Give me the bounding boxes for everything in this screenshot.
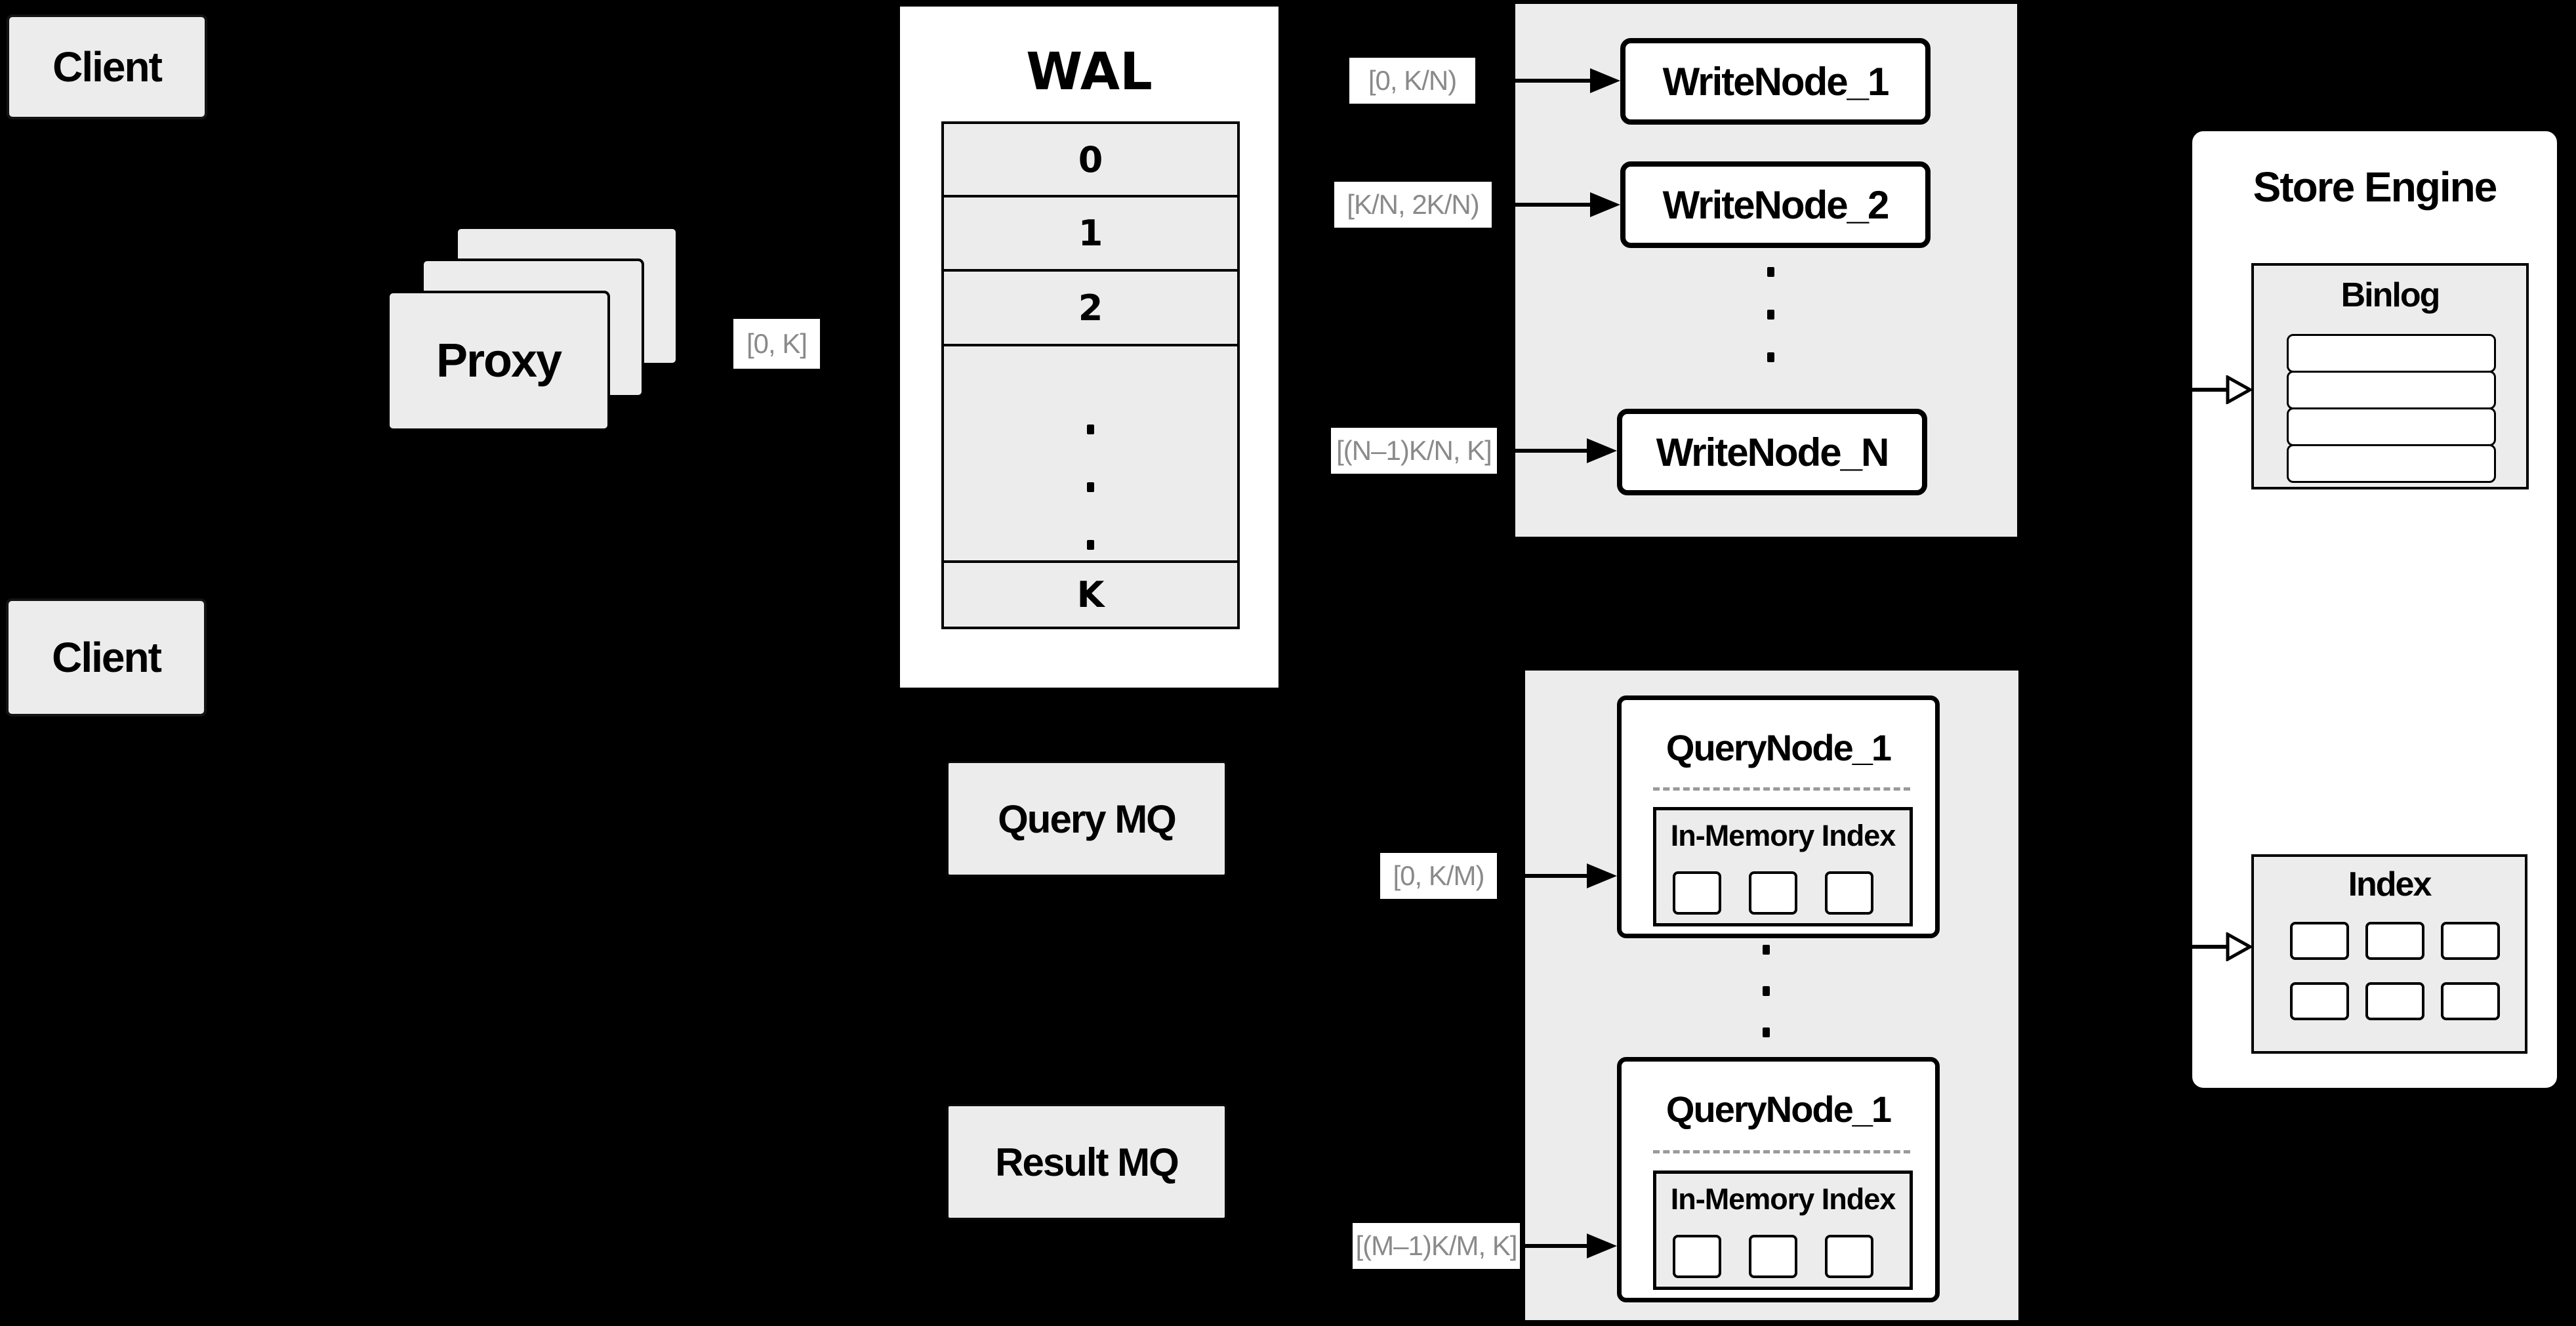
write-node-1: WriteNode_1 (1620, 38, 1931, 125)
range-label-write-1: [0, K/N) (1349, 58, 1475, 104)
arrow-head-write-n (1587, 438, 1617, 463)
query-mq-box: Query MQ (947, 761, 1227, 877)
range-label-write-n: [(N–1)K/N, K] (1331, 428, 1497, 474)
binlog-panel: Binlog (2251, 263, 2529, 489)
index-slot (1749, 871, 1797, 915)
index-panel: Index (2251, 854, 2527, 1054)
index-cell (2365, 982, 2424, 1020)
wal-table: 0 1 2 K (941, 121, 1240, 629)
index-slot-row (1673, 1235, 1873, 1278)
in-memory-index-title: In-Memory Index (1670, 1182, 1896, 1216)
wal-row-k: K (944, 563, 1237, 627)
arrow-head-write-2 (1590, 192, 1620, 217)
index-slot (1749, 1235, 1797, 1278)
wal-panel: WAL 0 1 2 K (897, 4, 1281, 690)
range-label-query-1: [0, K/M) (1380, 853, 1497, 899)
index-slot (1673, 1235, 1721, 1278)
vertical-ellipsis (1767, 267, 1774, 362)
index-slot (1825, 871, 1873, 915)
dashed-divider (1653, 1150, 1910, 1153)
binlog-title: Binlog (2341, 276, 2441, 314)
index-inbound-arrow-icon (2190, 932, 2253, 961)
wal-row-1: 1 (944, 197, 1237, 272)
binlog-row (2287, 371, 2496, 409)
arrow-head-query-m (1587, 1233, 1617, 1258)
binlog-row (2287, 334, 2496, 373)
dashed-divider (1653, 787, 1910, 791)
vertical-ellipsis (1763, 945, 1770, 1037)
index-cell (2290, 922, 2349, 960)
vertical-ellipsis (1087, 425, 1094, 550)
query-node-title: QueryNode_1 (1666, 1088, 1892, 1130)
query-node-bottom: QueryNode_1 In-Memory Index (1617, 1057, 1940, 1302)
result-mq-box: Result MQ (947, 1104, 1227, 1220)
index-slot (1673, 871, 1721, 915)
arrow-line-query-m (1520, 1244, 1589, 1248)
index-slot (1825, 1235, 1873, 1278)
range-label-proxy-out: [0, K] (733, 319, 820, 369)
index-cell (2441, 922, 2500, 960)
arrow-line-write-1 (1475, 79, 1593, 83)
wal-row-0: 0 (944, 124, 1237, 197)
wal-row-2: 2 (944, 272, 1237, 346)
index-title: Index (2348, 865, 2432, 903)
binlog-rows (2287, 334, 2496, 483)
binlog-inbound-arrow-icon (2190, 375, 2253, 404)
in-memory-index-title: In-Memory Index (1670, 819, 1896, 852)
wal-title: WAL (1026, 43, 1153, 102)
proxy-box-front: Proxy (387, 291, 610, 431)
write-node-n: WriteNode_N (1617, 409, 1927, 495)
in-memory-index-panel: In-Memory Index (1653, 807, 1913, 926)
index-cell (2290, 982, 2349, 1020)
arrow-head-write-1 (1590, 68, 1620, 93)
wal-row-ellipsis (944, 346, 1237, 563)
range-label-query-m: [(M–1)K/M, K] (1353, 1223, 1520, 1269)
arrow-head-query-1 (1587, 863, 1617, 888)
store-engine-panel: Store Engine Binlog Index (2189, 128, 2560, 1091)
arrow-line-write-n (1497, 449, 1589, 453)
index-slot-row (1673, 871, 1873, 915)
query-node-title: QueryNode_1 (1666, 727, 1892, 768)
binlog-row (2287, 407, 2496, 446)
range-label-write-2: [K/N, 2K/N) (1334, 182, 1492, 228)
store-engine-title: Store Engine (2253, 163, 2498, 211)
client-box-top: Client (7, 14, 207, 119)
index-cells (2290, 922, 2500, 1020)
arrow-line-query-1 (1497, 874, 1589, 878)
index-cell (2441, 982, 2500, 1020)
index-cell (2365, 922, 2424, 960)
in-memory-index-panel: In-Memory Index (1653, 1171, 1913, 1290)
query-node-top: QueryNode_1 In-Memory Index (1617, 695, 1940, 938)
client-box-bottom: Client (6, 598, 207, 716)
arrow-line-write-2 (1492, 203, 1593, 207)
write-node-2: WriteNode_2 (1620, 161, 1931, 248)
binlog-row (2287, 444, 2496, 483)
